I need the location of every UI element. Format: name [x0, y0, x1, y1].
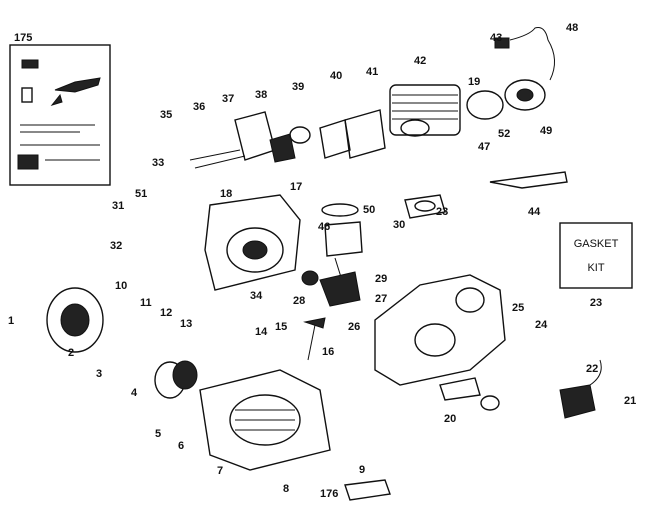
- callout-label: 23: [436, 206, 448, 218]
- callout-label: 40: [330, 70, 342, 82]
- callout-label: 35: [160, 109, 172, 121]
- callout-label: 29: [375, 273, 387, 285]
- callout-label: 48: [566, 22, 578, 34]
- callout-label: 22: [586, 363, 598, 375]
- owners-manual-booklet: [9, 44, 111, 186]
- sealant-tube: [489, 171, 568, 189]
- callout-label: 11: [140, 297, 152, 309]
- callout-label: 41: [366, 66, 378, 78]
- callout-label: 14: [255, 326, 268, 338]
- crankcase-half: [374, 274, 506, 386]
- gasket: [404, 194, 446, 219]
- callout-label: 34: [250, 290, 263, 302]
- callout-label: 6: [178, 440, 184, 452]
- callout-label: 7: [217, 465, 223, 477]
- flywheel-cover-parts: [466, 79, 546, 120]
- callout-label: 28: [293, 295, 305, 307]
- bar-gasket: [439, 377, 500, 411]
- starter-handle: [303, 317, 326, 361]
- callout-label: 46: [318, 221, 330, 233]
- callout-label: 1: [8, 315, 14, 327]
- callout-label: 26: [348, 321, 360, 333]
- starter-housing: [199, 369, 331, 471]
- callout-label: 33: [152, 157, 164, 169]
- callout-label: 15: [275, 321, 287, 333]
- callout-label: 52: [498, 128, 510, 140]
- callout-label: 36: [193, 101, 205, 113]
- callout-label: 3: [96, 368, 102, 380]
- callout-label: 24: [535, 319, 548, 331]
- callout-label: 4: [131, 387, 138, 399]
- gasket-kit-line1: GASKET: [574, 238, 619, 250]
- callout-label: 50: [363, 204, 375, 216]
- callout-label: 51: [135, 188, 147, 200]
- callout-label: 16: [322, 346, 334, 358]
- callout-label: 5: [155, 428, 161, 440]
- callout-label: 18: [220, 188, 232, 200]
- crankcase: [204, 194, 301, 291]
- callout-label: 32: [110, 240, 122, 252]
- callout-label: 175: [14, 32, 32, 44]
- callout-label: 19: [468, 76, 480, 88]
- decal-tag: [344, 479, 391, 501]
- callout-label: 9: [359, 464, 365, 476]
- callout-label: 44: [528, 206, 541, 218]
- cylinder: [389, 84, 461, 137]
- callout-label: 12: [160, 307, 172, 319]
- callout-label: 30: [393, 219, 405, 231]
- callout-label: 25: [512, 302, 524, 314]
- callout-label: 38: [255, 89, 267, 101]
- callout-label: 27: [375, 293, 387, 305]
- flywheel: [46, 287, 104, 353]
- callout-label: 39: [292, 81, 304, 93]
- callout-label: 47: [478, 141, 490, 153]
- callout-label: 21: [624, 395, 636, 407]
- callout-label: 8: [283, 483, 289, 495]
- callout-label: 42: [414, 55, 426, 67]
- callout-label: 13: [180, 318, 192, 330]
- callout-label: 43: [490, 32, 502, 44]
- gasket-kit-line2: KIT: [587, 262, 604, 274]
- spark-plug-and-wire: [494, 27, 555, 81]
- callout-label: 17: [290, 181, 302, 193]
- callout-label: 20: [444, 413, 456, 425]
- callout-label: 176: [320, 488, 338, 500]
- callout-label: 31: [112, 200, 124, 212]
- gasket-kit-box: GASKET KIT 23: [559, 222, 633, 309]
- muffler-assembly: [189, 109, 386, 169]
- switch-assembly: [559, 359, 602, 419]
- callout-label: 37: [222, 93, 234, 105]
- callout-label: 49: [540, 125, 552, 137]
- crankshaft: [301, 270, 361, 307]
- callout-label: 2: [68, 347, 74, 359]
- callout-label: 10: [115, 280, 127, 292]
- gasket-kit-number: 23: [590, 297, 602, 309]
- starter-pulley: [154, 360, 198, 399]
